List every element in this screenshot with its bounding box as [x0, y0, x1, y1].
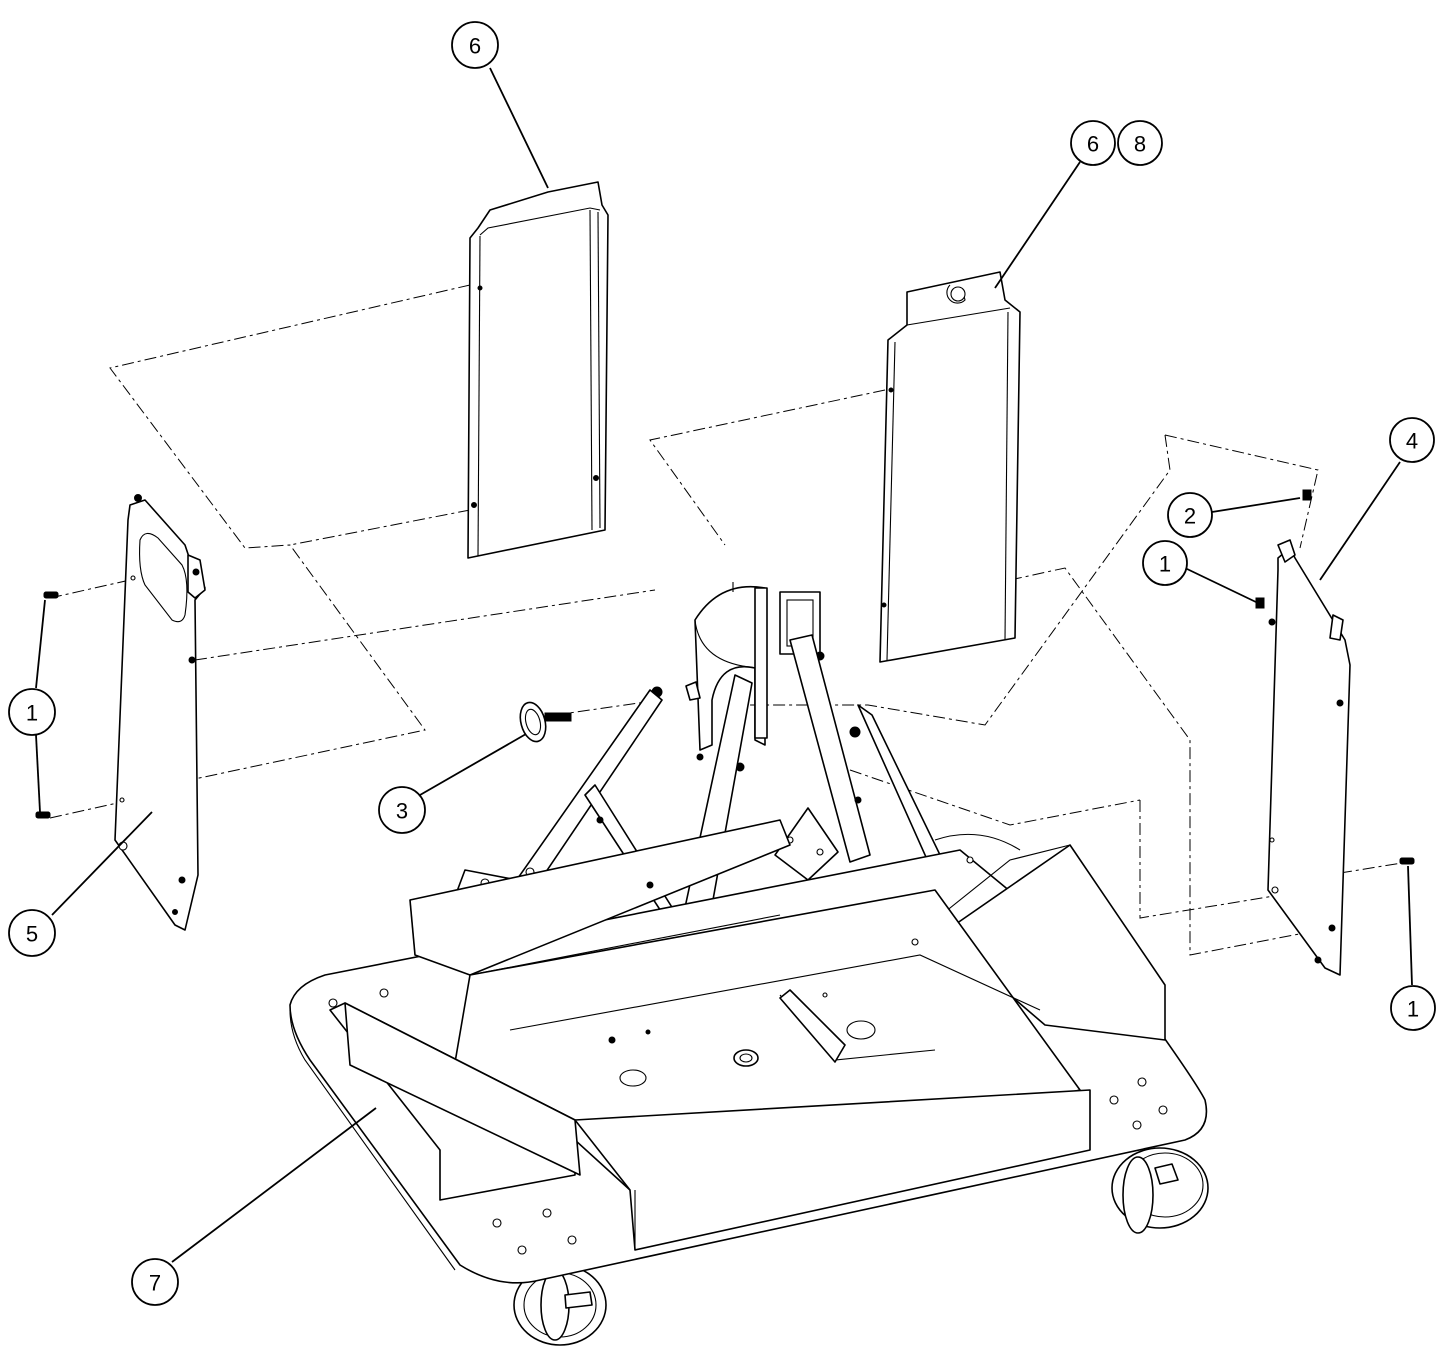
rail-part-6-8-right [879, 271, 1021, 663]
knob-bolt-part-3 [519, 701, 572, 743]
callout-6-top-left: 6 [451, 21, 499, 69]
side-panel-part-4-right [1255, 489, 1415, 986]
callout-leader-lines [51, 67, 1401, 1263]
svg-text:5: 5 [26, 922, 38, 947]
caster-wheel-rear [1111, 1147, 1209, 1234]
svg-text:1: 1 [1159, 552, 1171, 577]
svg-text:8: 8 [1134, 132, 1146, 157]
callout-1-right: 1 [1142, 540, 1188, 586]
svg-text:4: 4 [1406, 429, 1418, 454]
callout-2: 2 [1167, 492, 1213, 538]
rail-part-6-left [467, 181, 609, 559]
callout-6-top-right: 6 [1070, 120, 1116, 166]
callout-4: 4 [1389, 417, 1435, 463]
callout-1-bottom-right: 1 [1390, 985, 1436, 1031]
side-panel-part-5-left [114, 494, 206, 931]
svg-text:3: 3 [396, 799, 408, 824]
svg-text:6: 6 [1087, 132, 1099, 157]
cart-base-part-7 [289, 796, 1209, 1346]
callout-1-left: 1 [8, 688, 56, 736]
svg-text:7: 7 [149, 1271, 161, 1296]
svg-text:6: 6 [469, 34, 481, 59]
svg-text:1: 1 [1407, 997, 1419, 1022]
svg-text:1: 1 [26, 701, 38, 726]
bolts-part-1-left [35, 591, 59, 819]
base-mounting-holes [328, 856, 1168, 1255]
callout-7: 7 [131, 1258, 179, 1306]
callout-3: 3 [378, 786, 426, 834]
callout-8: 8 [1117, 120, 1163, 166]
caster-wheel-front [513, 1264, 607, 1346]
svg-text:2: 2 [1184, 504, 1196, 529]
callout-5: 5 [8, 909, 56, 957]
